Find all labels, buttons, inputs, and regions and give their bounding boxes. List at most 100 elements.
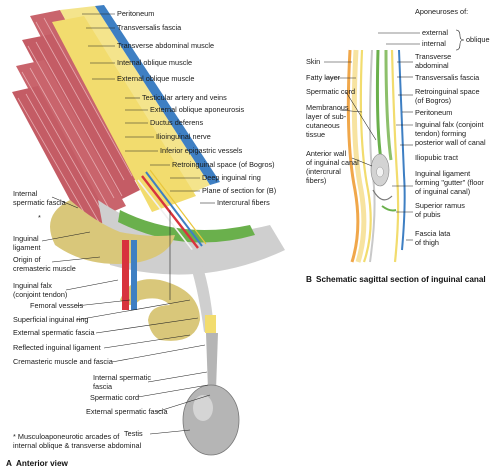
label-origin-cremasteric-1: Origin of (13, 255, 42, 264)
label-b-inguinal-falx-3: posterior wall of canal (415, 138, 486, 147)
femoral-artery (122, 240, 129, 310)
label-b-fatty-layer: Fatty layer (306, 73, 341, 82)
label-b-retroinguinal-1: Retroinguinal space (415, 87, 480, 96)
pelvic-bone (50, 200, 175, 264)
label-b-anterior-wall-2: of inguinal canal (306, 158, 359, 167)
panel-b-leader-lines (324, 32, 420, 241)
label-internal-spermatic-fascia-b1: Internal spermatic (93, 373, 151, 382)
label-inguinal-falx-2: (conjoint tendon) (13, 290, 67, 299)
label-external-spermatic-fascia: External spermatic fascia (13, 328, 95, 337)
label-b-anterior-wall-4: fibers) (306, 176, 326, 185)
testis-highlight (193, 395, 213, 421)
panel-b-artwork (346, 49, 406, 263)
skin-layer (346, 49, 360, 263)
testicular-vein (145, 171, 203, 247)
label-asterisk: * (38, 213, 41, 222)
label-b-inguinal-falx-1: Inguinal falx (conjoint (415, 120, 484, 129)
label-peritoneum: Peritoneum (117, 9, 154, 18)
label-ilioinguinal-nerve: Ilioinguinal nerve (156, 132, 211, 141)
label-inguinal-ligament-1: Inguinal (13, 234, 39, 243)
label-b-membranous-1: Membranous (306, 103, 349, 112)
transversalis-fascia-layer (390, 49, 400, 263)
label-b-aponeuroses-of: Aponeuroses of: (415, 7, 468, 16)
label-plane-of-section: Plane of section for (B) (202, 186, 276, 195)
panel-a-leader-lines (41, 13, 215, 435)
label-b-skin: Skin (306, 57, 320, 66)
label-b-anterior-wall-3: (intercrural (306, 167, 341, 176)
label-reflected-inguinal-ligament: Reflected inguinal ligament (13, 343, 101, 352)
inguinal-falx-curve (381, 205, 397, 212)
label-external-spermatic-fascia-b: External spermatic fascia (86, 407, 168, 416)
label-ductus-deferens: Ductus deferens (150, 118, 203, 127)
membranous-layer (359, 49, 372, 263)
label-b-transversalis-fascia: Transversalis fascia (415, 73, 480, 82)
label-b-spermatic-cord: Spermatic cord (306, 87, 355, 96)
label-b-inguinal-ligament-2: forming "gutter" (floor (415, 178, 484, 187)
label-b-inguinal-ligament-1: Inguinal ligament (415, 169, 470, 178)
label-b-external: external (422, 28, 448, 37)
label-b-transverse-abdominal-1: Transverse (415, 52, 451, 61)
label-b-transverse-abdominal-2: abdominal (415, 61, 449, 70)
label-b-membranous-2: layer of sub- (306, 112, 347, 121)
label-internal-spermatic-fascia-a2: spermatic fascia (13, 198, 67, 207)
label-transversalis-fascia: Transversalis fascia (117, 23, 182, 32)
label-femoral-vessels: Femoral vessels (30, 301, 83, 310)
label-internal-spermatic-fascia-a1: Internal (13, 189, 38, 198)
internal-oblique-aponeurosis (375, 49, 383, 161)
footnote-line-2: internal oblique & transverse abdominal (13, 441, 142, 450)
label-b-retroinguinal-2: (of Bogros) (415, 96, 451, 105)
label-transverse-abdominal-muscle: Transverse abdominal muscle (117, 41, 214, 50)
label-testis: Testis (124, 429, 143, 438)
femoral-vein (131, 240, 137, 310)
label-b-superior-ramus-2: of pubis (415, 210, 441, 219)
label-internal-oblique-muscle: Internal oblique muscle (117, 58, 192, 67)
panel-b-caption-letter: B (306, 275, 312, 284)
label-b-internal: internal (422, 39, 446, 48)
label-b-inguinal-falx-2: tendon) forming (415, 129, 466, 138)
label-b-membranous-3: cutaneous (306, 121, 340, 130)
label-inguinal-ligament-2: ligament (13, 243, 41, 252)
panel-a-caption-text: Anterior view (16, 459, 68, 468)
label-internal-spermatic-fascia-b2: fascia (93, 382, 113, 391)
transverse-abdominal-aponeurosis (384, 49, 393, 161)
footnote-line-1: * Musculoaponeurotic arcades of (13, 432, 120, 441)
pubic-bone (120, 279, 200, 341)
label-b-superior-ramus-1: Superior ramus (415, 201, 465, 210)
label-external-oblique-aponeurosis: External oblique aponeurosis (150, 105, 244, 114)
panel-b-caption-text: Schematic sagittal section of inguinal c… (316, 275, 486, 284)
cord-fascia-patch (205, 315, 216, 333)
label-cremasteric-muscle-fascia: Cremasteric muscle and fascia (13, 357, 114, 366)
label-deep-inguinal-ring: Deep inguinal ring (202, 173, 261, 182)
spermatic-cord-proximal (186, 248, 214, 332)
panel-a-artwork (12, 5, 285, 456)
testis-shape (182, 384, 240, 456)
label-b-peritoneum: Peritoneum (415, 108, 452, 117)
label-testicular-artery-veins: Testicular artery and veins (142, 93, 227, 102)
label-b-oblique: oblique (466, 35, 490, 44)
label-external-oblique-muscle: External oblique muscle (117, 74, 194, 83)
label-b-inguinal-ligament-3: of inguinal canal) (415, 187, 470, 196)
label-b-anterior-wall-1: Anterior wall (306, 149, 347, 158)
label-b-membranous-4: tissue (306, 130, 325, 139)
label-intercrural-fibers: Intercrural fibers (217, 198, 270, 207)
peritoneum-layer (398, 49, 406, 251)
label-superficial-inguinal-ring: Superficial inguinal ring (13, 315, 88, 324)
label-retroinguinal-space: Retroinguinal space (of Bogros) (172, 160, 275, 169)
cord-lumen (376, 166, 384, 178)
label-b-iliopubic-tract: Iliopubic tract (415, 153, 458, 162)
internal-oblique-layer (118, 210, 255, 243)
label-b-fascia-lata-1: Fascia lata (415, 229, 451, 238)
label-inferior-epigastric-vessels: Inferior epigastric vessels (160, 146, 243, 155)
muscle-layer-4 (12, 86, 110, 230)
aponeurosis-sheet (52, 16, 196, 212)
muscle-fiber-stripes (17, 17, 133, 227)
peritoneum-band (95, 5, 220, 185)
label-origin-cremasteric-2: cremasteric muscle (13, 264, 76, 273)
ilioinguinal-nerve-path (149, 169, 207, 245)
aponeuroses-brace (455, 29, 465, 51)
label-inguinal-falx-1: Inguinal falx (13, 281, 52, 290)
label-b-fascia-lata-2: of thigh (415, 238, 439, 247)
fatty-layer (351, 49, 367, 263)
label-spermatic-cord: Spermatic cord (90, 393, 139, 402)
